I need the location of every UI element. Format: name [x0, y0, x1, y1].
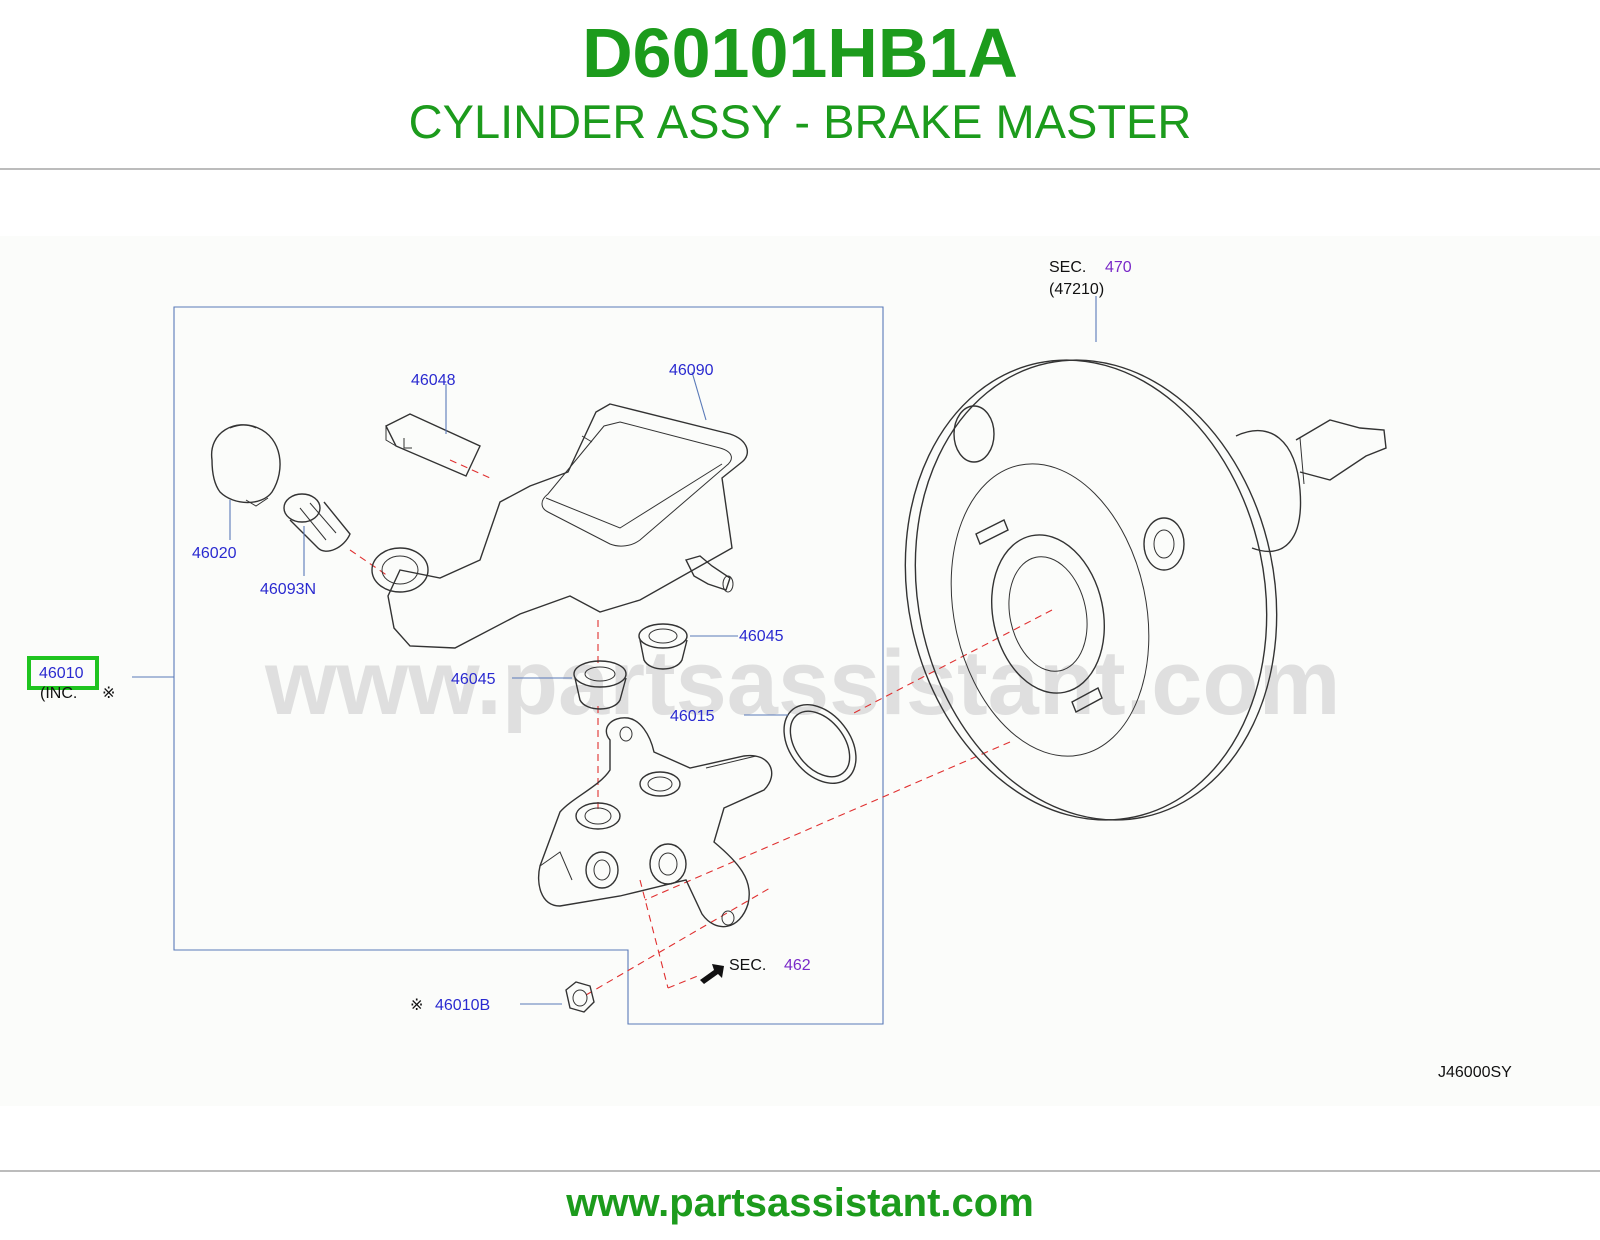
footer-divider [0, 1170, 1600, 1172]
reservoir-cap-46020[interactable] [211, 424, 281, 507]
callout-46090[interactable]: 46090 [669, 362, 714, 379]
master-cylinder-body[interactable] [537, 717, 773, 928]
callout-46093n[interactable]: 46093N [260, 581, 316, 598]
brake-booster-47210[interactable] [864, 326, 1387, 854]
section-470-link[interactable]: 470 [1105, 259, 1132, 276]
callout-46048[interactable]: 46048 [411, 372, 456, 389]
callout-46015[interactable]: 46015 [670, 708, 715, 725]
footer-url-link[interactable]: www.partsassistant.com [566, 1181, 1034, 1225]
section-462-prefix: SEC. [729, 957, 766, 974]
page-header: D60101HB1A CYLINDER ASSY - BRAKE MASTER [0, 0, 1600, 170]
callout-46010[interactable]: 46010 [39, 665, 84, 682]
callout-46020[interactable]: 46020 [192, 545, 237, 562]
highlight-46010 [27, 656, 99, 690]
watermark-text: www.partsassistant.com [264, 632, 1340, 734]
inc-note: (INC. [40, 685, 77, 702]
section-462-arrow-icon [700, 964, 724, 984]
leader-46090 [691, 371, 707, 421]
callout-46045-left[interactable]: 46045 [451, 671, 496, 688]
header-divider [0, 168, 1600, 170]
level-sensor-46048[interactable] [385, 413, 481, 477]
section-470-prefix: SEC. [1049, 259, 1086, 276]
part-name-subtitle: CYLINDER ASSY - BRAKE MASTER [408, 95, 1192, 148]
strainer-46093n[interactable] [283, 493, 351, 552]
inc-asterisk-icon: ※ [102, 685, 115, 702]
o-ring-46015[interactable] [769, 691, 870, 797]
callout-46045-right[interactable]: 46045 [739, 628, 784, 645]
diagram-code: J46000SY [1438, 1064, 1512, 1081]
section-462-link[interactable]: 462 [784, 957, 811, 974]
callout-46010b[interactable]: 46010B [435, 997, 490, 1014]
part-number-title: D60101HB1A [582, 14, 1018, 92]
nut-46010b[interactable] [565, 981, 595, 1013]
assembly-frame [173, 306, 884, 1025]
grommet-46045-right[interactable] [638, 623, 688, 670]
reservoir-tank-46090[interactable] [371, 403, 749, 649]
asterisk-icon: ※ [410, 997, 423, 1014]
grommet-46045-left[interactable] [573, 660, 627, 710]
section-470-part[interactable]: (47210) [1049, 281, 1104, 298]
diagram-canvas [0, 236, 1600, 1106]
